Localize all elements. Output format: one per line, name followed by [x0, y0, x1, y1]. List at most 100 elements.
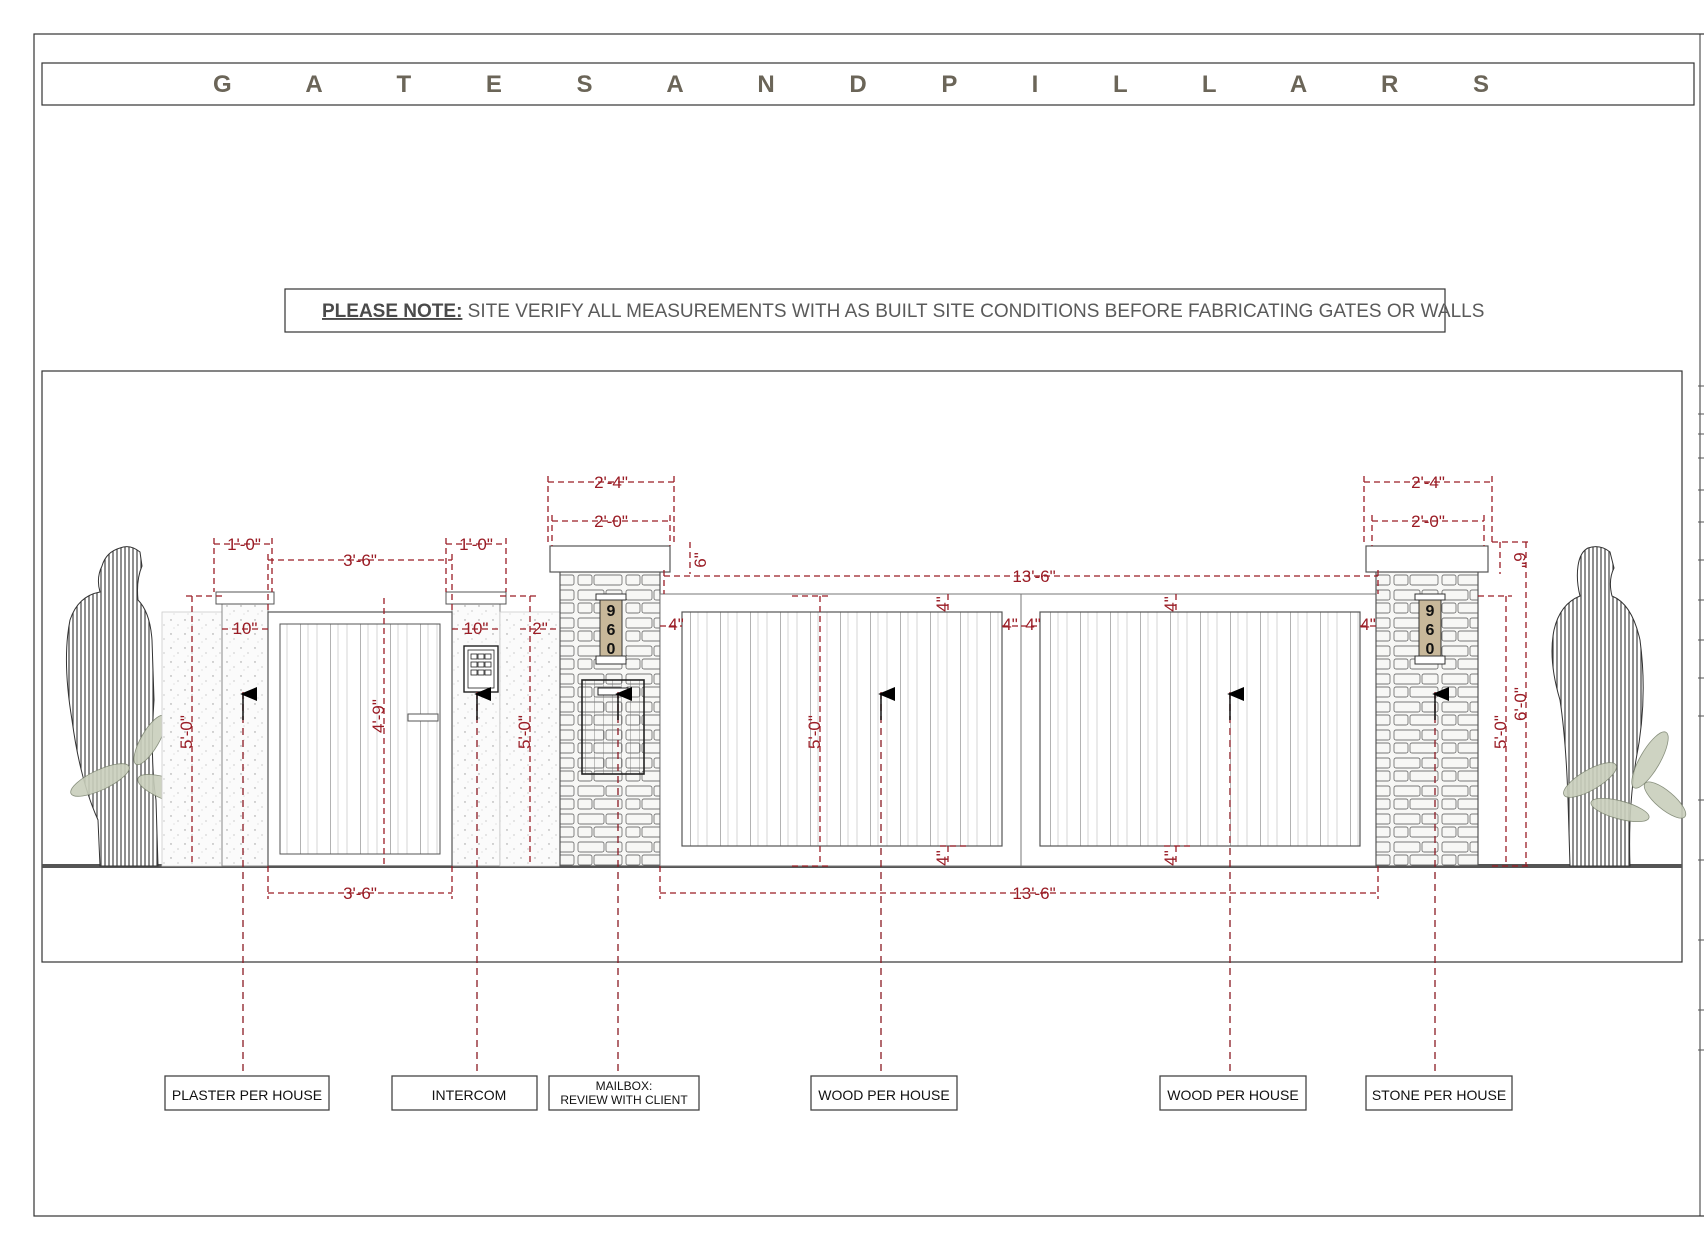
stone-pillar-left-cap [549, 545, 671, 573]
dim-label: 2'-0" [1411, 512, 1445, 531]
dim-cap-height-right: 6" [1499, 542, 1529, 574]
dim-label: 5'-0" [805, 715, 824, 749]
house-number-plate-right-base [1414, 655, 1446, 665]
label-stone: STONE PER HOUSE [1365, 1075, 1513, 1111]
dim-label: 4" [1161, 850, 1180, 866]
dim-gap-center-b: 4" [1021, 615, 1041, 634]
note-box [284, 288, 1446, 333]
dim-label: 4" [1025, 615, 1041, 634]
label-mailbox: MAILBOX: REVIEW WITH CLIENT [548, 1075, 700, 1111]
dim-drive-gate-height: 5'-0" [792, 595, 832, 867]
dim-bottom-gap-a: 4" [933, 845, 968, 866]
dim-gap-2: 2" [520, 619, 560, 638]
dim-gap-center-a: 4" [1002, 615, 1021, 634]
dim-label: 5'-0" [177, 715, 196, 749]
dim-post-cap-right: 1'-0" [445, 535, 507, 592]
dim-drive-gate-top: 13'-6" [663, 567, 1379, 594]
dim-pillar-cap-left: 2'-4" [547, 473, 675, 546]
dim-label: 4'-9" [369, 699, 388, 733]
label-stone-text: STONE PER HOUSE [1372, 1087, 1506, 1103]
label-mailbox-line2: REVIEW WITH CLIENT [560, 1093, 688, 1107]
dim-label: 2" [532, 619, 548, 638]
dim-gap-left: 4" [660, 615, 684, 634]
dim-right-pillar-height: 5'-0" [1478, 595, 1512, 866]
title-box [41, 62, 1695, 106]
dim-label: 6'-0" [1511, 687, 1530, 721]
dim-label: 4" [1360, 615, 1376, 634]
dim-label: 10" [464, 619, 489, 638]
label-wood-left-text: WOOD PER HOUSE [818, 1087, 949, 1103]
dim-label: 6" [691, 552, 710, 568]
intercom-panel [463, 645, 499, 693]
dim-label: 2'-4" [1411, 473, 1445, 492]
page-title: G A T E S A N D P I L L A R S [213, 71, 1523, 98]
dim-label: 13'-6" [1012, 884, 1055, 903]
plaster-post-left [221, 603, 269, 867]
house-number-left-digit-1: 9 [607, 603, 616, 620]
dim-ped-gate-bottom: 3'-6" [267, 866, 453, 903]
house-number-right-digit-1: 9 [1426, 603, 1435, 620]
dim-wall-height-left: 5'-0" [177, 595, 222, 866]
plant-right [1563, 731, 1687, 823]
dim-label: 4" [933, 596, 952, 612]
dim-label: 4" [1161, 596, 1180, 612]
label-wood-right-text: WOOD PER HOUSE [1167, 1087, 1298, 1103]
dim-ped-gate-top: 3'-6" [267, 551, 453, 612]
dim-post-width-right: 10" [452, 619, 500, 638]
dim-bottom-gap-b: 4" [1161, 845, 1192, 866]
sheet-border [33, 33, 1704, 1217]
pedestrian-gate-slats [279, 623, 441, 855]
plaster-post-right [451, 603, 501, 867]
dim-label: 5'-0" [515, 715, 534, 749]
dim-label: 4" [1002, 615, 1018, 634]
dim-gap-right: 4" [1360, 615, 1376, 634]
dim-top-gap-a: 4" [933, 594, 952, 612]
dim-post-cap-left: 1'-0" [213, 535, 273, 592]
house-number-left-digit-3: 0 [607, 641, 616, 658]
label-intercom: INTERCOM [391, 1075, 538, 1111]
house-number-plate-right-top [1414, 593, 1446, 601]
label-intercom-text: INTERCOM [432, 1087, 507, 1103]
mailbox [581, 679, 645, 775]
dim-label: 4" [933, 850, 952, 866]
house-number-right-digit-2: 6 [1426, 622, 1435, 639]
dim-label: 1'-0" [227, 535, 261, 554]
note-body: SITE VERIFY ALL MEASUREMENTS WITH AS BUI… [462, 301, 1484, 322]
dim-right-total-height: 6'-0" [1492, 541, 1532, 867]
note-lead: PLEASE NOTE: [322, 301, 462, 322]
house-number-right-digit-3: 0 [1426, 641, 1435, 658]
dim-cap-height-left: 6" [689, 542, 710, 574]
label-plaster-text: PLASTER PER HOUSE [172, 1087, 322, 1103]
house-number-left-digit-2: 6 [607, 622, 616, 639]
plaster-post-right-cap [445, 591, 507, 605]
house-number-plate-left-base [595, 655, 627, 665]
dim-top-gap-b: 4" [1161, 594, 1180, 612]
dim-pillar-width-right: 2'-0" [1371, 512, 1485, 546]
gate-handle [407, 713, 439, 722]
dim-pillar-width-left: 2'-0" [551, 512, 671, 546]
dim-label: 3'-6" [343, 551, 377, 570]
plaster-post-left-cap [215, 591, 275, 605]
dim-label: 3'-6" [343, 884, 377, 903]
house-number-plate-left-top [595, 593, 627, 601]
label-plaster: PLASTER PER HOUSE [164, 1075, 330, 1111]
dim-pillar-cap-right: 2'-4" [1363, 473, 1493, 546]
title-block-edge [1698, 385, 1704, 1051]
dim-label: 2'-0" [594, 512, 628, 531]
stone-pillar-right-cap [1365, 545, 1489, 573]
site-note: PLEASE NOTE: SITE VERIFY ALL MEASUREMENT… [322, 301, 1484, 322]
dim-label: 2'-4" [594, 473, 628, 492]
label-mailbox-line1: MAILBOX: [596, 1079, 653, 1093]
dim-ped-gate-height: 4'-9" [369, 598, 388, 866]
label-wood-right: WOOD PER HOUSE [1159, 1075, 1307, 1111]
dim-label: 1'-0" [459, 535, 493, 554]
dim-drive-gate-bottom: 13'-6" [659, 866, 1379, 903]
dim-wall-height-mid: 5'-0" [500, 595, 536, 866]
drive-gate-right-leaf [1039, 611, 1361, 847]
dim-label: 6" [1510, 552, 1529, 568]
label-wood-left: WOOD PER HOUSE [810, 1075, 958, 1111]
dim-label: 4" [668, 615, 684, 634]
drive-gate-left-leaf [681, 611, 1003, 847]
dim-label: 13'-6" [1012, 567, 1055, 586]
